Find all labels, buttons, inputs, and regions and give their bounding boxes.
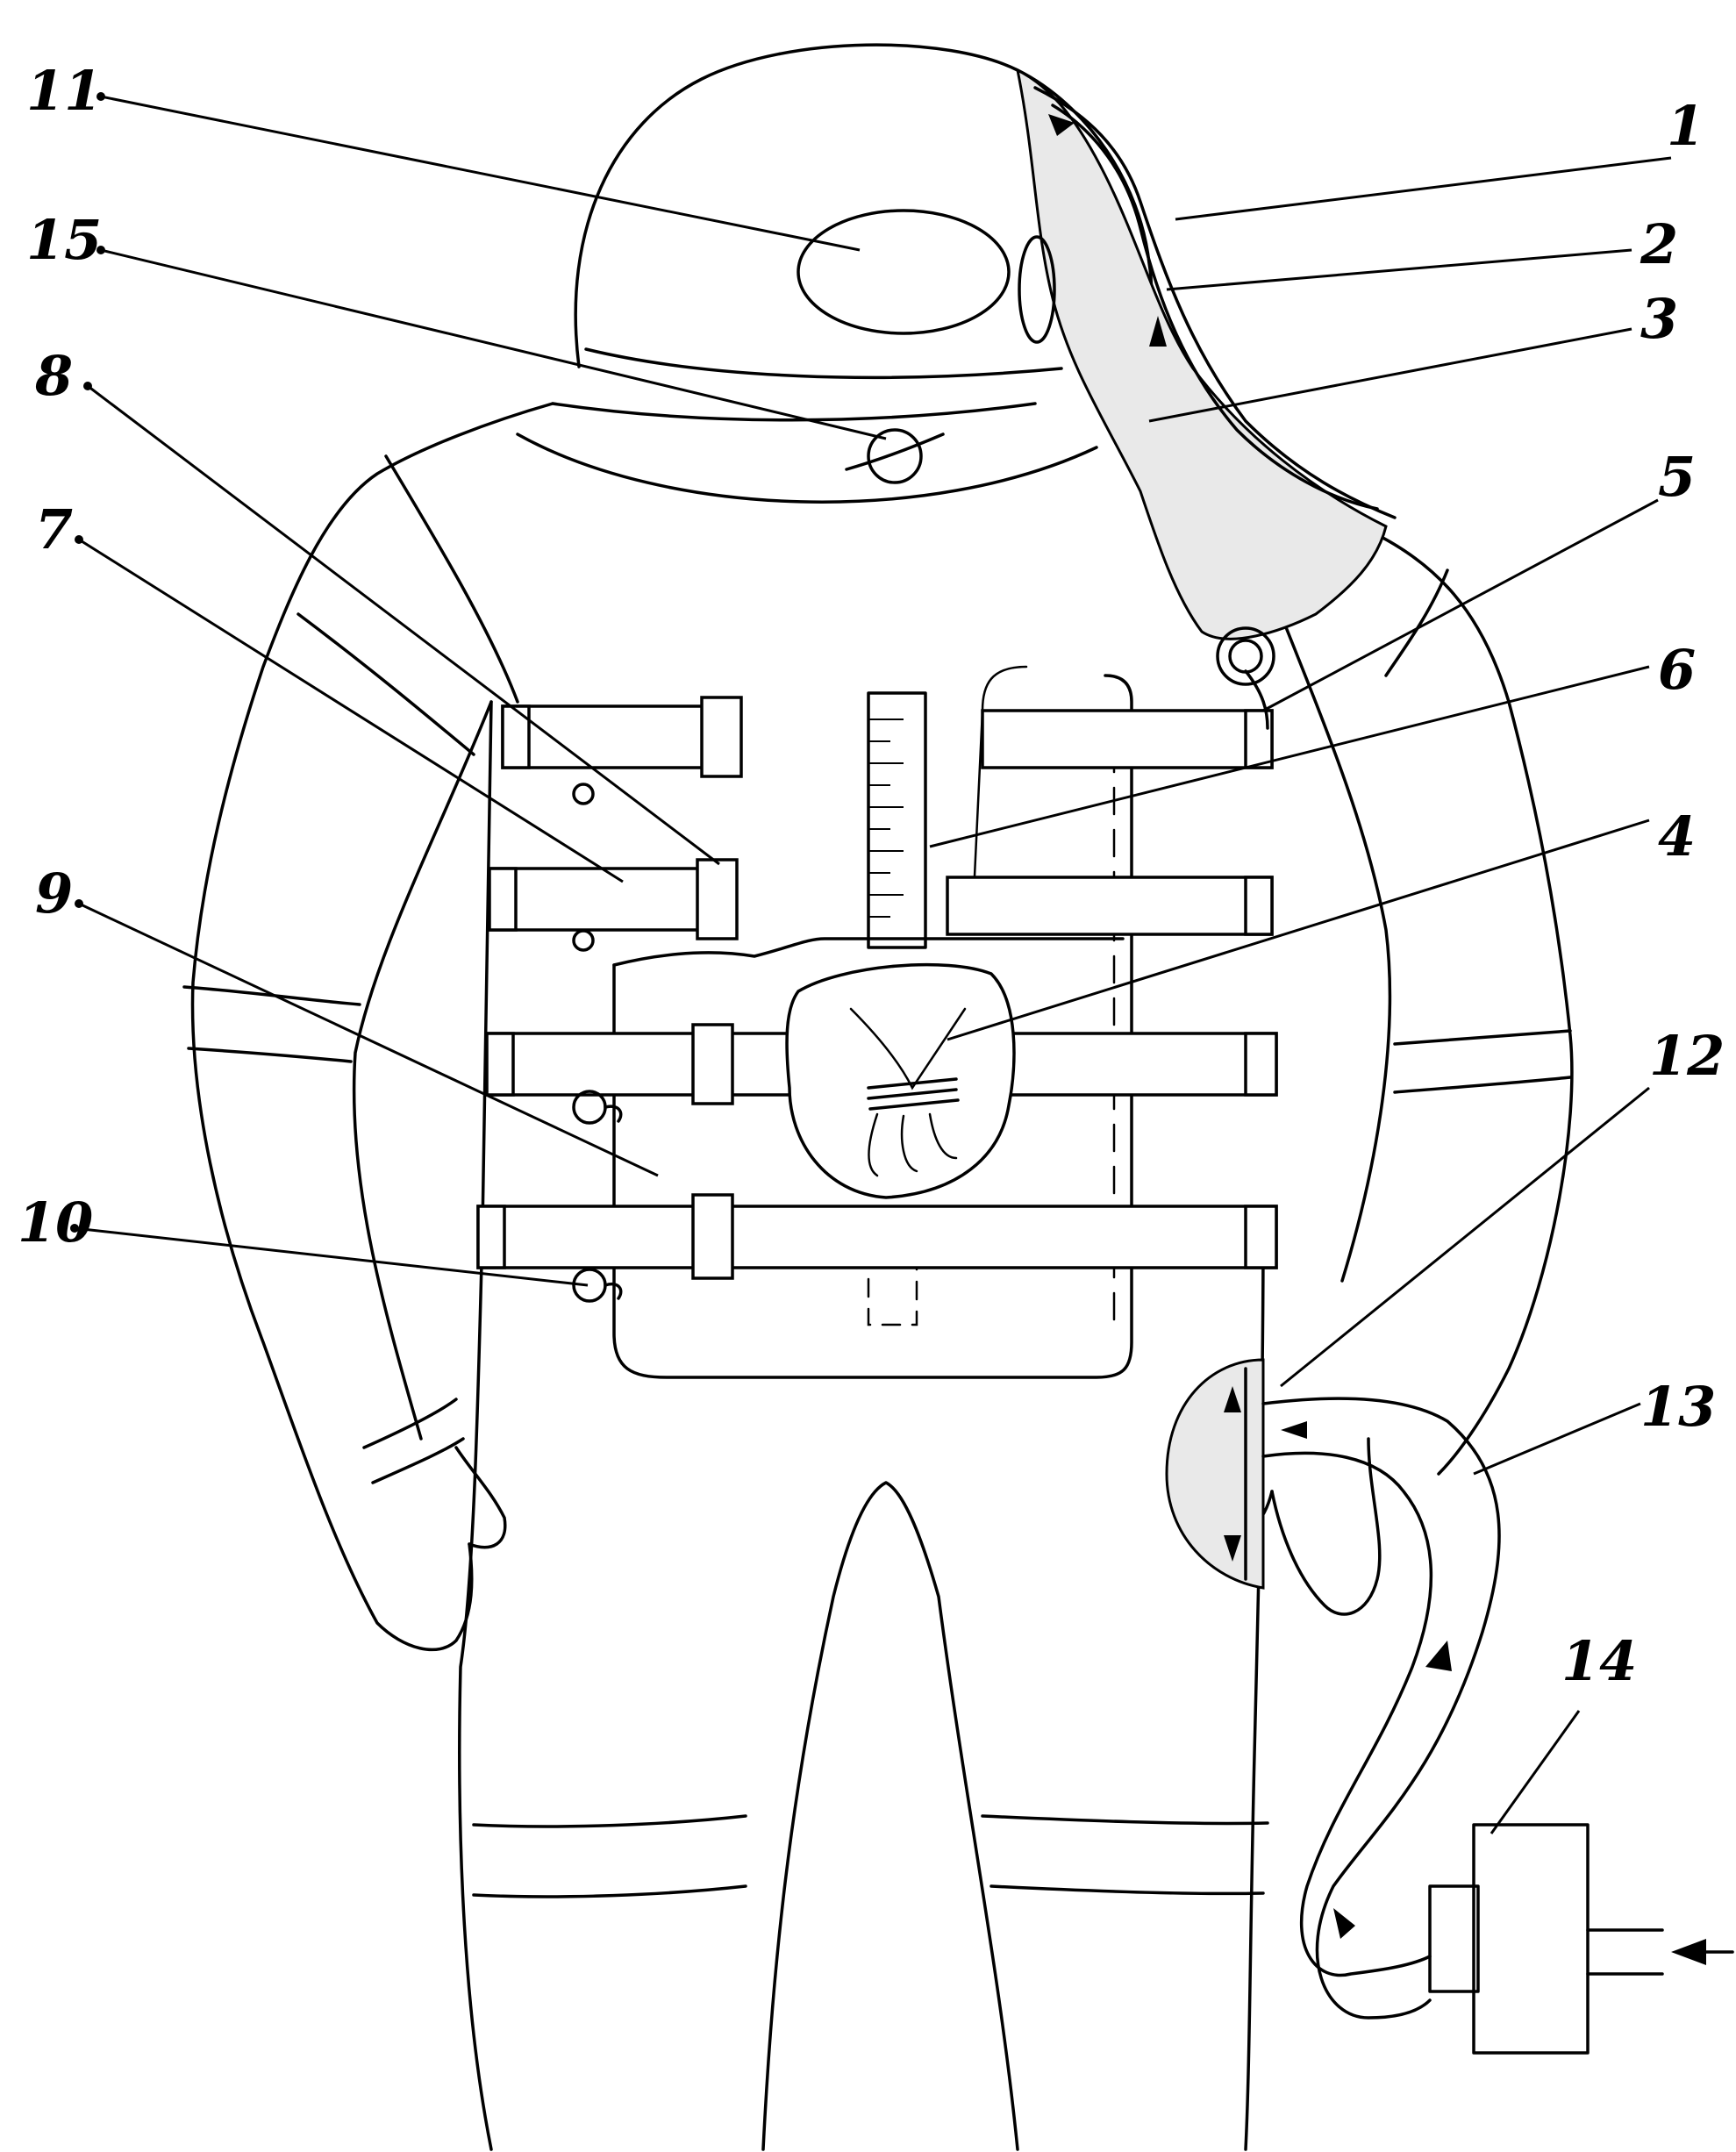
label-11: 11	[26, 59, 102, 123]
hose	[1263, 1398, 1499, 2018]
hood-cutaway	[1018, 70, 1395, 639]
label-2: 2	[1640, 212, 1678, 276]
label-12: 12	[1649, 1024, 1725, 1088]
label-15: 15	[26, 208, 102, 272]
label-5: 5	[1658, 445, 1696, 509]
label-13: 13	[1640, 1375, 1716, 1439]
label-3: 3	[1640, 287, 1678, 351]
label-9: 9	[35, 862, 73, 926]
tied-bag	[787, 965, 1014, 1198]
buckle-2	[697, 860, 737, 939]
label-1: 1	[1667, 94, 1704, 158]
label-14: 14	[1561, 1629, 1637, 1693]
buckle-4	[693, 1195, 732, 1278]
hose-connector	[1167, 1360, 1263, 1588]
buckle-1	[702, 697, 741, 776]
label-10: 10	[18, 1190, 93, 1255]
label-6: 6	[1658, 638, 1696, 702]
neck-valve	[847, 430, 943, 483]
label-4: 4	[1658, 804, 1696, 869]
strap-row-4	[478, 1195, 1276, 1278]
visor	[798, 211, 1009, 333]
label-7: 7	[35, 497, 73, 561]
label-8: 8	[34, 344, 73, 408]
blower-unit	[1430, 1825, 1732, 2053]
buckle-3	[693, 1025, 732, 1104]
